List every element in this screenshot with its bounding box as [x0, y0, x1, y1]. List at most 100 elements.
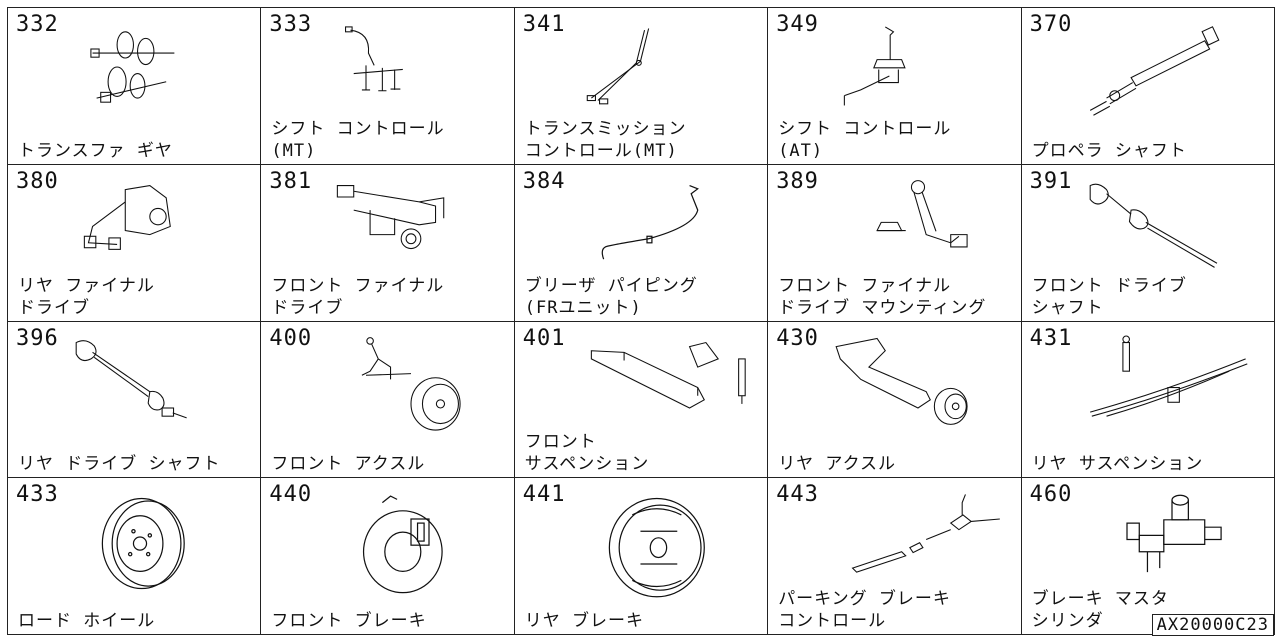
- part-name-line: ブリーザ パイピング: [524, 275, 698, 296]
- drawing-code: AX20000C23: [1151, 614, 1274, 636]
- part-cell-370[interactable]: 370 プロペラ シャフト: [1021, 8, 1275, 165]
- part-name: ブレーキ マスタシリンダ: [1032, 588, 1169, 632]
- part-name-line: トランスミッション: [524, 118, 687, 139]
- leaf-spring-icon: [1082, 328, 1262, 443]
- front-axle-icon: [321, 328, 501, 443]
- part-name-line: パーキング ブレーキ: [778, 589, 951, 609]
- part-name-line: ドライブ: [18, 297, 90, 318]
- part-code: 391: [1029, 168, 1073, 194]
- part-cell-460[interactable]: 460 ブレーキ マスタシリンダ: [1021, 478, 1275, 635]
- part-code: 433: [16, 482, 59, 508]
- shift-rod-icon: [321, 14, 501, 129]
- road-wheel-icon: [68, 484, 248, 599]
- part-code: 381: [269, 168, 313, 194]
- part-code: 443: [776, 482, 819, 508]
- part-name-line: (AT): [778, 140, 824, 161]
- part-name: フロント ファイナルドライブ マウンティング: [778, 275, 986, 319]
- part-name: フロント ブレーキ: [271, 610, 426, 632]
- part-name-line: リヤ サスペンション: [1031, 454, 1204, 475]
- part-cell-430[interactable]: 430 リヤ アクスル: [768, 321, 1022, 479]
- part-cell-433[interactable]: 433 ロード ホイール: [8, 478, 262, 635]
- part-name: トランスミッションコントロール(MT): [525, 118, 687, 162]
- part-cell-333[interactable]: 333 シフト コントロール(MT): [261, 8, 515, 165]
- part-cell-431[interactable]: 431 リヤ サスペンション: [1021, 321, 1275, 479]
- part-name-line: シフト コントロール: [778, 118, 952, 139]
- part-name-line: (MT): [271, 140, 317, 161]
- drive-shaft-icon: [1082, 171, 1262, 286]
- part-code: 380: [16, 168, 59, 194]
- part-name-line: ブレーキ マスタ: [1031, 589, 1169, 609]
- part-name-line: ドライブ: [271, 297, 344, 318]
- part-name-line: フロント アクスル: [271, 454, 426, 475]
- part-name: リヤ ドライブ シャフト: [18, 453, 220, 475]
- front-differential-icon: [321, 171, 501, 286]
- part-cell-400[interactable]: 400 フロント アクスル: [261, 321, 515, 479]
- part-code: 431: [1029, 325, 1073, 351]
- part-name: パーキング ブレーキコントロール: [778, 588, 951, 632]
- part-cell-401[interactable]: 401 フロントサスペンション: [514, 321, 769, 479]
- part-cell-349[interactable]: 349 シフト コントロール(AT): [768, 8, 1022, 165]
- part-cell-396[interactable]: 396 リヤ ドライブ シャフト: [8, 321, 262, 479]
- part-name-line: シフト コントロール: [271, 118, 445, 139]
- part-cell-384[interactable]: 384 ブリーザ パイピング(FRユニット): [514, 164, 769, 322]
- part-cell-380[interactable]: 380 リヤ ファイナルドライブ: [8, 164, 262, 322]
- part-name: ブリーザ パイピング(FRユニット): [525, 275, 698, 319]
- part-cell-381[interactable]: 381 フロント ファイナルドライブ: [261, 164, 515, 322]
- part-code: 396: [16, 325, 59, 351]
- part-name-line: (FRユニット): [524, 297, 642, 318]
- part-cell-443[interactable]: 443 パーキング ブレーキコントロール: [768, 478, 1022, 635]
- part-code: 333: [269, 12, 313, 37]
- mount-bracket-icon: [828, 171, 1008, 286]
- part-code: 441: [522, 482, 566, 508]
- part-name-line: プロペラ シャフト: [1031, 140, 1187, 161]
- part-name: シフト コントロール(MT): [271, 118, 444, 162]
- part-code: 430: [776, 325, 819, 351]
- part-code: 460: [1029, 482, 1073, 508]
- part-name-line: リヤ ドライブ シャフト: [18, 454, 221, 475]
- part-cell-389[interactable]: 389 フロント ファイナルドライブ マウンティング: [768, 164, 1022, 322]
- part-name: ロード ホイール: [18, 610, 155, 632]
- part-name-line: トランスファ ギヤ: [18, 140, 173, 161]
- part-name-line: コントロール(MT): [524, 140, 678, 161]
- crossmember-icon: [575, 328, 755, 443]
- selector-lever-icon: [828, 14, 1008, 129]
- part-name-line: フロント ブレーキ: [271, 611, 427, 631]
- part-code: 384: [522, 168, 566, 194]
- part-code: 440: [269, 482, 313, 508]
- gear-set-icon: [68, 14, 248, 129]
- part-name-line: フロント: [524, 432, 597, 453]
- part-name-line: ドライブ マウンティング: [778, 297, 987, 318]
- part-name-line: シャフト: [1031, 297, 1104, 318]
- linkage-icon: [575, 14, 755, 129]
- part-name-line: フロント ファイナル: [271, 275, 445, 296]
- part-code: 400: [269, 325, 313, 351]
- rear-axle-icon: [828, 328, 1008, 443]
- part-name-line: シリンダ: [1031, 611, 1104, 631]
- part-code: 389: [776, 168, 819, 194]
- propeller-shaft-icon: [1082, 14, 1262, 129]
- part-name: フロントサスペンション: [525, 431, 649, 475]
- part-name-line: サスペンション: [524, 454, 650, 475]
- part-cell-440[interactable]: 440 フロント ブレーキ: [261, 478, 515, 635]
- part-name: リヤ サスペンション: [1032, 453, 1204, 475]
- master-cylinder-icon: [1082, 484, 1262, 599]
- part-name-line: フロント ファイナル: [778, 275, 952, 296]
- part-name: フロント ドライブシャフト: [1032, 275, 1187, 319]
- part-name: フロント アクスル: [271, 453, 425, 475]
- part-name: リヤ ファイナルドライブ: [18, 275, 155, 319]
- part-name: リヤ アクスル: [778, 453, 896, 475]
- part-name: トランスファ ギヤ: [18, 140, 173, 162]
- part-name-line: フロント ドライブ: [1031, 275, 1187, 296]
- part-code: 349: [776, 12, 819, 37]
- rear-drive-shaft-icon: [68, 328, 248, 443]
- differential-icon: [68, 171, 248, 286]
- part-cell-391[interactable]: 391 フロント ドライブシャフト: [1021, 164, 1275, 322]
- part-code: 401: [522, 325, 566, 351]
- part-code: 370: [1029, 12, 1073, 37]
- part-name: フロント ファイナルドライブ: [271, 275, 444, 319]
- disc-brake-icon: [321, 484, 501, 599]
